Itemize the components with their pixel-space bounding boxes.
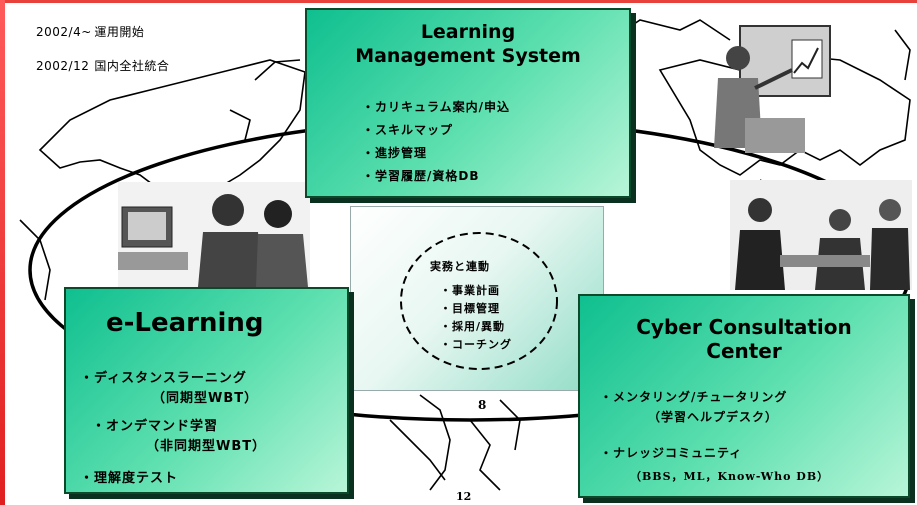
cyber-item: （BBS，ML，Know-Who DB） [630,470,830,483]
lms-item: ・進捗管理 [362,146,428,160]
elearning-item: ・ディスタンスラーニング [80,371,247,386]
cyber-item: ・ナレッジコミュニティ [600,446,743,460]
top-red-line [0,0,917,3]
launch-text: 運用開始 [94,25,145,39]
center-item: ・目標管理 [440,302,500,315]
left-red-bar [0,0,5,505]
integration-text: 国内全社統合 [94,59,170,73]
elearning-item: （同期型WBT） [152,391,259,406]
elearning-item: ・理解度テスト [80,471,179,486]
lms-item: ・学習履歴/資格DB [362,169,480,183]
cyber-title-line1: Cyber Consultation [636,315,852,339]
cyber-box: Cyber Consultation Center ・メンタリング/チュータリン… [578,294,910,498]
presenter-photo [700,18,840,158]
computer-users-photo [118,182,310,287]
center-item: ・コーチング [440,338,512,351]
launch-date: 2002/4~ [36,25,92,39]
lms-title-line1: Learning [420,21,516,43]
cyber-item: ・メンタリング/チュータリング [600,390,788,404]
center-item: ・採用/異動 [440,320,506,333]
elearning-item: ・オンデマンド学習 [92,419,219,434]
integration-info: 2002/12 国内全社統合 [36,57,169,74]
lms-box: Learning Management System ・カリキュラム案内/申込 … [305,8,631,198]
meeting-photo [730,180,912,290]
center-item: ・事業計画 [440,284,500,297]
lms-item: ・スキルマップ [362,123,454,137]
center-panel [350,206,604,391]
small-number: 8 [478,398,487,412]
elearning-item: （非同期型WBT） [146,439,267,454]
integration-date: 2002/12 [36,59,90,73]
lms-title-line2: Management System [355,45,581,67]
elearning-title: e-Learning [106,308,264,338]
lms-item: ・カリキュラム案内/申込 [362,100,511,114]
elearning-box: e-Learning ・ディスタンスラーニング （同期型WBT） ・オンデマンド… [64,287,349,494]
page-number: 12 [456,490,472,503]
center-heading: 実務と連動 [430,260,490,273]
launch-info: 2002/4~ 運用開始 [36,23,144,40]
cyber-item: （学習ヘルプデスク） [648,410,779,424]
dashed-circle [400,232,558,370]
cyber-title-line2: Center [706,339,782,363]
